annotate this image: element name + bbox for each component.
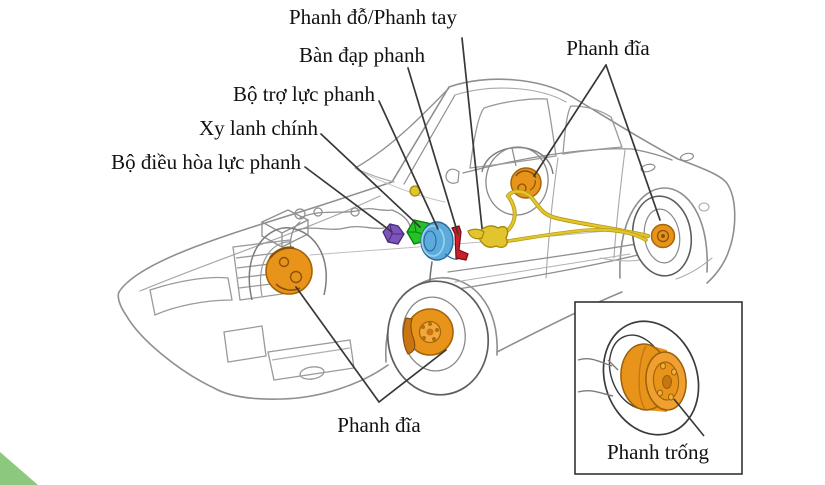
label-drum-brake: Phanh trống <box>606 440 710 464</box>
leader-lines <box>295 37 661 403</box>
leader-disc-rear-right <box>605 64 661 221</box>
inset-pointer-line <box>673 398 705 437</box>
corner-triangle <box>0 452 38 485</box>
label-disc-brake-rear: Phanh đĩa <box>566 36 650 60</box>
front-fascia <box>149 239 355 381</box>
leader-brake-booster <box>378 100 439 230</box>
label-brake-booster: Bộ trợ lực phanh <box>232 82 375 106</box>
front-far-wheel-disc-brake <box>248 227 327 301</box>
brake-caliper <box>402 317 416 355</box>
leader-parking-brake <box>461 37 483 229</box>
parking-brake-lever <box>477 225 509 248</box>
leader-disc-rear-left <box>533 64 607 177</box>
headlight <box>149 276 233 316</box>
leader-brake-pedal <box>407 67 459 235</box>
label-parking-brake: Phanh đỗ/Phanh tay <box>289 5 457 29</box>
leader-disc-front-right <box>378 349 447 403</box>
rear-near-wheel-drum-brake <box>631 195 693 277</box>
front-near-wheel-disc-brake <box>386 280 490 396</box>
greenhouse-windows <box>469 98 623 169</box>
rear-far-wheel-disc-brake <box>481 146 554 216</box>
parking-brake-cable <box>409 185 650 248</box>
fog-light <box>299 366 325 380</box>
brake-booster-part <box>420 221 459 261</box>
label-brake-pedal: Bàn đạp phanh <box>299 43 425 67</box>
label-disc-brake-front: Phanh đĩa <box>337 413 421 437</box>
leader-disc-front-left <box>295 286 380 403</box>
license-plate <box>223 325 267 363</box>
lower-intake <box>267 339 355 381</box>
drum-brake-inset <box>574 301 743 475</box>
label-master-cylinder: Xy lanh chính <box>199 116 318 140</box>
brake-pedal-part <box>451 225 469 261</box>
label-brake-force-regulator: Bộ điều hòa lực phanh <box>111 150 301 174</box>
leader-master-cylinder <box>320 133 421 228</box>
leader-regulator <box>304 166 393 233</box>
